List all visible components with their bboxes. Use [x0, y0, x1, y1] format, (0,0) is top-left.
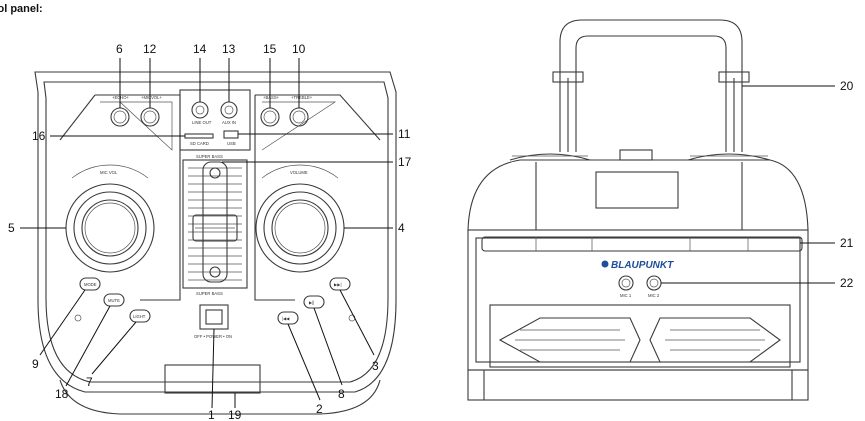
label-bass: +BASS+: [263, 95, 280, 100]
control-panel-drawing: +ECHO+ +MICVOL+ +BASS+ +TREBLE+ LINE OUT…: [34, 71, 397, 415]
label-prev: |◀◀: [282, 316, 290, 321]
label-line-out: LINE OUT: [192, 120, 212, 125]
callout-6: 6: [116, 42, 123, 56]
label-volume-arc: VOLUME: [290, 170, 308, 175]
callouts-left: 6 12 14 13 15 10 16 11 17 5 4 9 18 7 1 1…: [8, 42, 412, 421]
callout-4: 4: [398, 221, 405, 235]
callout-15: 15: [263, 42, 277, 56]
label-play: ▶||: [309, 300, 314, 305]
callout-19: 19: [228, 408, 242, 421]
leader-lines-left: [20, 58, 393, 409]
brand-name: BLAUPUNKT: [611, 260, 674, 271]
label-mute: MUTE: [108, 298, 120, 303]
callout-1: 1: [208, 408, 215, 421]
label-usb: USB: [227, 141, 236, 146]
brand-dot-icon: [601, 260, 609, 268]
label-mode: MODE: [84, 282, 97, 287]
callout-10: 10: [292, 42, 306, 56]
label-power: OFF • POWER • ON: [194, 334, 232, 339]
label-light: LIGHT: [133, 314, 146, 319]
diagram-heading: control panel:: [0, 3, 43, 15]
callout-2: 2: [316, 402, 323, 416]
callout-22: 22: [840, 276, 854, 290]
callout-12: 12: [143, 42, 157, 56]
callout-16: 16: [32, 129, 46, 143]
label-mic-vol-arc: MIC VOL: [100, 170, 118, 175]
label-next: ▶▶|: [334, 282, 342, 287]
label-mic1: MIC 1: [620, 293, 632, 298]
callout-11: 11: [398, 127, 411, 141]
callout-14: 14: [193, 42, 207, 56]
label-treble: +TREBLE+: [291, 95, 313, 100]
label-mic-volume: +MICVOL+: [141, 95, 163, 100]
callouts-right: 20 21 22: [840, 79, 854, 290]
label-echo: +ECHO+: [112, 95, 130, 100]
label-aux-in: AUX IN: [222, 120, 236, 125]
front-view-drawing: BLAUPUNKT MIC 1 MIC 2: [467, 19, 809, 401]
callout-17: 17: [398, 155, 412, 169]
callout-21: 21: [840, 236, 854, 250]
label-sd-card: SD CARD: [190, 141, 209, 146]
callout-9: 9: [32, 357, 39, 371]
callout-5: 5: [8, 221, 15, 235]
label-super-bass-bottom: SUPER BASS: [196, 291, 223, 296]
callout-3: 3: [372, 359, 379, 373]
callout-18: 18: [55, 387, 69, 401]
callout-8: 8: [338, 387, 345, 401]
leader-lines-right: [661, 85, 835, 284]
callout-7: 7: [86, 375, 93, 389]
callout-20: 20: [840, 79, 854, 93]
label-super-bass-top: SUPER BASS: [196, 154, 223, 159]
callout-13: 13: [222, 42, 236, 56]
label-mic2: MIC 2: [648, 293, 660, 298]
